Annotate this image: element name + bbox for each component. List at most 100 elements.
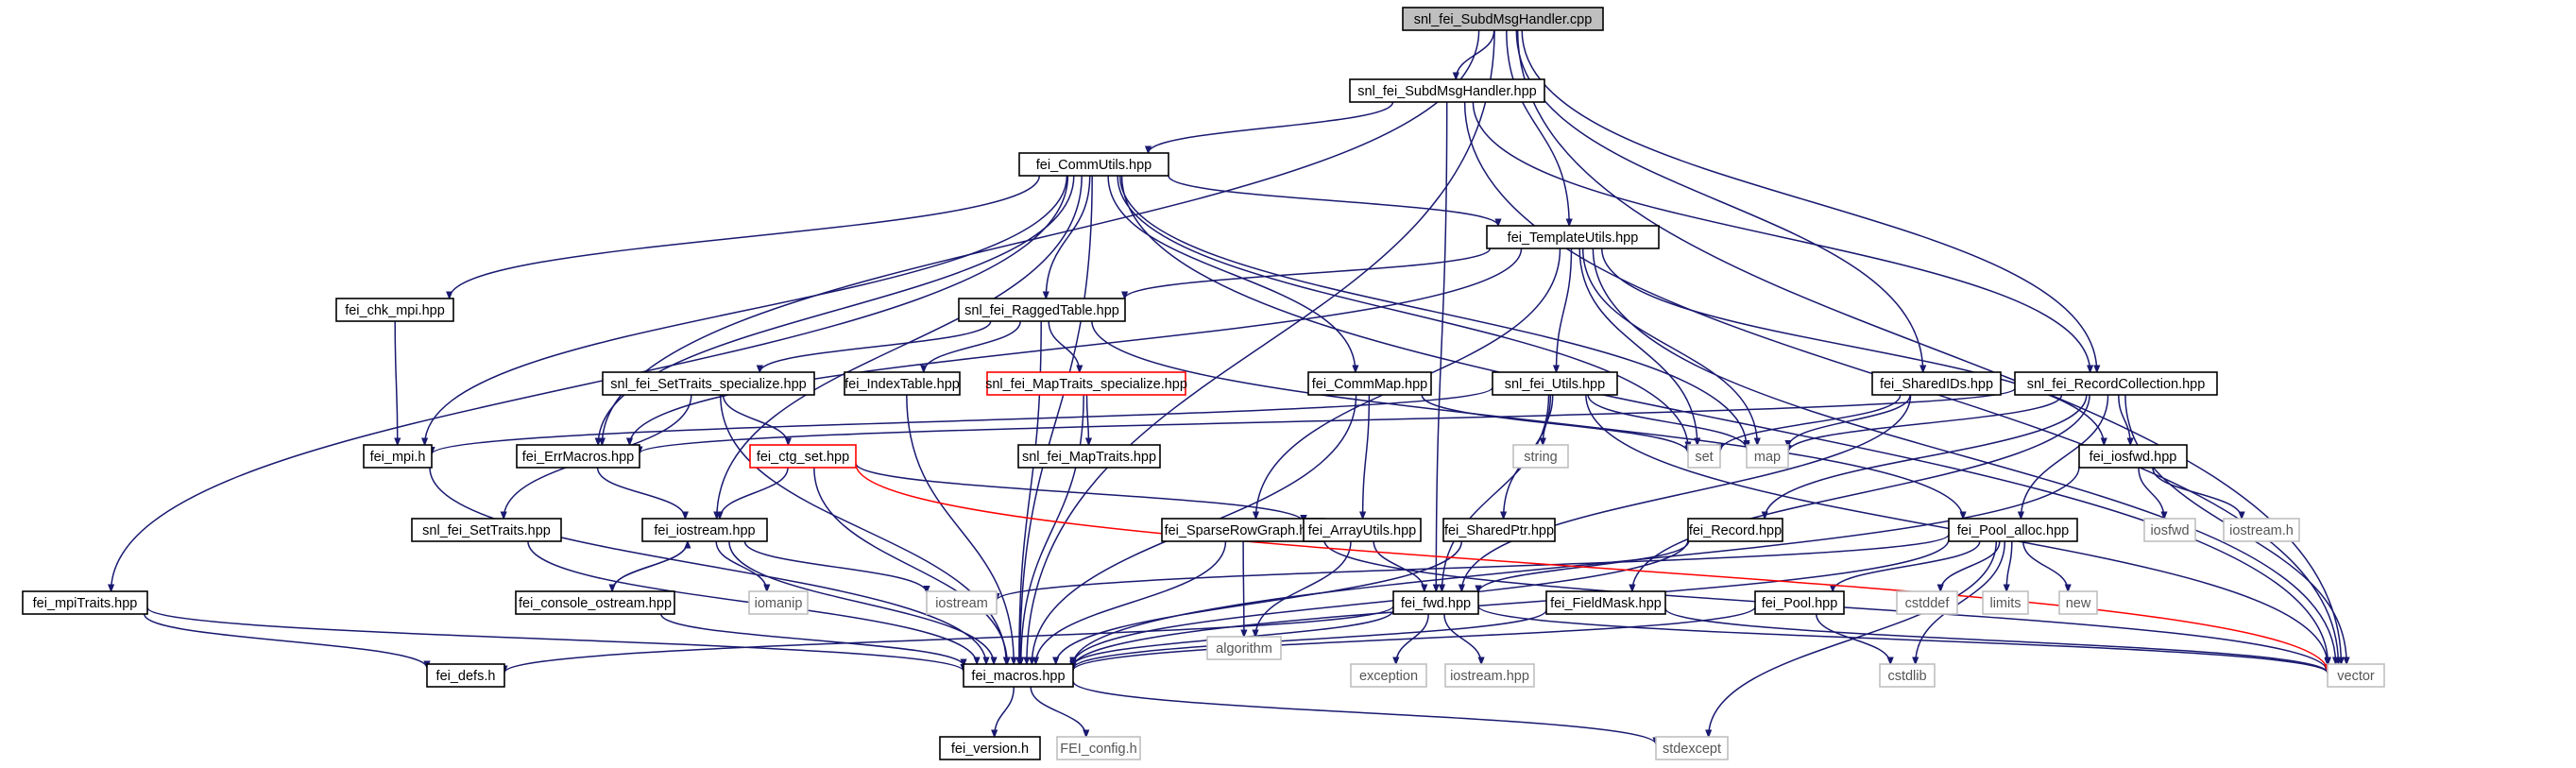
node-box-map[interactable] xyxy=(1746,444,1789,469)
node-iosfwdhpp[interactable]: fei_iosfwd.hpp xyxy=(2078,444,2188,469)
node-box-defs[interactable] xyxy=(426,663,505,688)
node-box-record[interactable] xyxy=(1687,518,1783,542)
node-box-ragged[interactable] xyxy=(958,298,1126,322)
node-root[interactable]: snl_fei_SubdMsgHandler.cpp xyxy=(1402,7,1604,31)
node-srg[interactable]: fei_SparseRowGraph.hpp xyxy=(1161,518,1325,542)
node-box-pool[interactable] xyxy=(1754,590,1845,615)
node-sharedids[interactable]: fei_SharedIDs.hpp xyxy=(1871,371,2002,396)
node-box-cstdlib[interactable] xyxy=(1879,663,1936,688)
node-box-consolestr[interactable] xyxy=(515,590,675,615)
node-box-comm[interactable] xyxy=(1018,152,1169,177)
node-box-macros[interactable] xyxy=(963,663,1074,688)
node-iosfwd[interactable]: iosfwd xyxy=(2143,518,2196,542)
node-box-srg[interactable] xyxy=(1161,518,1325,542)
node-iostream[interactable]: iostream xyxy=(926,590,998,615)
node-box-fwd[interactable] xyxy=(1392,590,1479,615)
node-exception[interactable]: exception xyxy=(1350,663,1427,688)
node-box-indextab[interactable] xyxy=(844,371,961,396)
node-sharedptr[interactable]: fei_SharedPtr.hpp xyxy=(1442,518,1556,542)
node-box-vector[interactable] xyxy=(2327,663,2385,688)
node-limits[interactable]: limits xyxy=(1982,590,2029,615)
node-errmac[interactable]: fei_ErrMacros.hpp xyxy=(516,444,640,469)
node-box-sharedids[interactable] xyxy=(1871,371,2002,396)
node-box-set[interactable] xyxy=(1687,444,1721,469)
node-arrayutils[interactable]: fei_ArrayUtils.hpp xyxy=(1303,518,1422,542)
node-box-subdh[interactable] xyxy=(1349,78,1545,103)
node-box-settr[interactable] xyxy=(411,518,562,542)
node-box-ctgset[interactable] xyxy=(749,444,857,469)
node-box-config[interactable] xyxy=(1056,736,1141,760)
node-maptr_sp[interactable]: snl_fei_MapTraits_specialize.hpp xyxy=(985,371,1187,396)
node-box-chkmpi[interactable] xyxy=(335,298,454,322)
node-set[interactable]: set xyxy=(1687,444,1721,469)
node-box-utils[interactable] xyxy=(1492,371,1618,396)
node-box-iostream[interactable] xyxy=(926,590,998,615)
node-box-commmap[interactable] xyxy=(1307,371,1432,396)
node-stdexcept[interactable]: stdexcept xyxy=(1655,736,1729,760)
node-string[interactable]: string xyxy=(1512,444,1569,469)
node-mpitraits[interactable]: fei_mpiTraits.hpp xyxy=(22,590,148,615)
node-fwd[interactable]: fei_fwd.hpp xyxy=(1392,590,1479,615)
node-new[interactable]: new xyxy=(2058,590,2098,615)
node-box-iostreamhpp[interactable] xyxy=(641,518,768,542)
node-box-stdexcept[interactable] xyxy=(1655,736,1729,760)
node-box-iostreamh[interactable] xyxy=(2223,518,2300,542)
node-maptr[interactable]: snl_fei_MapTraits.hpp xyxy=(1017,444,1161,469)
node-cstdlib[interactable]: cstdlib xyxy=(1879,663,1936,688)
node-macros[interactable]: fei_macros.hpp xyxy=(963,663,1074,688)
node-utils[interactable]: snl_fei_Utils.hpp xyxy=(1492,371,1618,396)
node-defs[interactable]: fei_defs.h xyxy=(426,663,505,688)
node-box-new[interactable] xyxy=(2058,590,2098,615)
node-box-mpih[interactable] xyxy=(363,444,433,469)
node-box-iomanip[interactable] xyxy=(748,590,809,615)
node-ragged[interactable]: snl_fei_RaggedTable.hpp xyxy=(958,298,1126,322)
node-box-iostreamhpp2[interactable] xyxy=(1444,663,1535,688)
node-box-version[interactable] xyxy=(939,736,1041,760)
node-box-fieldmask[interactable] xyxy=(1545,590,1666,615)
node-comm[interactable]: fei_CommUtils.hpp xyxy=(1018,152,1169,177)
node-box-arrayutils[interactable] xyxy=(1303,518,1422,542)
node-map[interactable]: map xyxy=(1746,444,1789,469)
node-iostreamhpp[interactable]: fei_iostream.hpp xyxy=(641,518,768,542)
node-vector[interactable]: vector xyxy=(2327,663,2385,688)
node-settr[interactable]: snl_fei_SetTraits.hpp xyxy=(411,518,562,542)
node-box-root[interactable] xyxy=(1402,7,1604,31)
node-iostreamh[interactable]: iostream.h xyxy=(2223,518,2300,542)
node-box-algorithm[interactable] xyxy=(1206,636,1282,660)
node-mpih[interactable]: fei_mpi.h xyxy=(363,444,433,469)
node-cstddef[interactable]: cstddef xyxy=(1896,590,1958,615)
node-chkmpi[interactable]: fei_chk_mpi.hpp xyxy=(335,298,454,322)
node-pool[interactable]: fei_Pool.hpp xyxy=(1754,590,1845,615)
node-box-cstddef[interactable] xyxy=(1896,590,1958,615)
node-templ[interactable]: fei_TemplateUtils.hpp xyxy=(1486,225,1660,249)
node-box-maptr_sp[interactable] xyxy=(986,371,1186,396)
node-consolestr[interactable]: fei_console_ostream.hpp xyxy=(515,590,675,615)
node-box-limits[interactable] xyxy=(1982,590,2029,615)
node-box-exception[interactable] xyxy=(1350,663,1427,688)
node-algorithm[interactable]: algorithm xyxy=(1206,636,1282,660)
node-box-string[interactable] xyxy=(1512,444,1569,469)
node-box-iosfwdhpp[interactable] xyxy=(2078,444,2188,469)
node-subdh[interactable]: snl_fei_SubdMsgHandler.hpp xyxy=(1349,78,1545,103)
node-box-settr_sp[interactable] xyxy=(602,371,815,396)
node-config[interactable]: FEI_config.h xyxy=(1056,736,1141,760)
node-ctgset[interactable]: fei_ctg_set.hpp xyxy=(749,444,857,469)
node-box-maptr[interactable] xyxy=(1017,444,1161,469)
node-iostreamhpp2[interactable]: iostream.hpp xyxy=(1444,663,1535,688)
node-iomanip[interactable]: iomanip xyxy=(748,590,809,615)
node-box-mpitraits[interactable] xyxy=(22,590,148,615)
node-record[interactable]: fei_Record.hpp xyxy=(1687,518,1783,542)
node-box-sharedptr[interactable] xyxy=(1442,518,1556,542)
node-box-iosfwd[interactable] xyxy=(2143,518,2196,542)
node-box-templ[interactable] xyxy=(1486,225,1660,249)
node-box-poolalloc[interactable] xyxy=(1948,518,2078,542)
node-fieldmask[interactable]: fei_FieldMask.hpp xyxy=(1545,590,1666,615)
node-settr_sp[interactable]: snl_fei_SetTraits_specialize.hpp xyxy=(602,371,815,396)
node-box-errmac[interactable] xyxy=(516,444,640,469)
node-version[interactable]: fei_version.h xyxy=(939,736,1041,760)
node-box-reccoll[interactable] xyxy=(2014,371,2218,396)
node-indextab[interactable]: fei_IndexTable.hpp xyxy=(844,371,961,396)
node-poolalloc[interactable]: fei_Pool_alloc.hpp xyxy=(1948,518,2078,542)
node-reccoll[interactable]: snl_fei_RecordCollection.hpp xyxy=(2014,371,2218,396)
node-commmap[interactable]: fei_CommMap.hpp xyxy=(1307,371,1432,396)
